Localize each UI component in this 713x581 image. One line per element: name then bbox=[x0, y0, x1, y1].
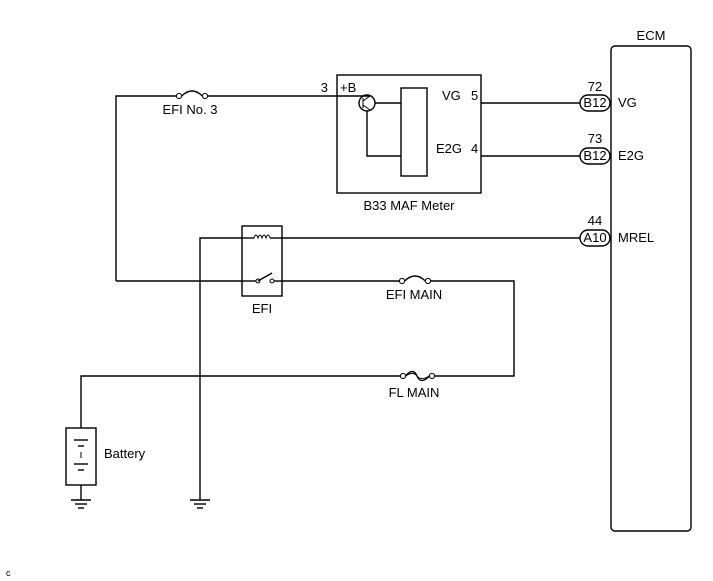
maf-pin-e2g-number: 4 bbox=[471, 141, 478, 156]
maf-meter: 3 +B VG 5 E2G 4 B33 MAF Meter bbox=[321, 74, 482, 213]
wire-efi-main-to-fl-main bbox=[430, 280, 515, 377]
connector-mrel: A10 44 MREL bbox=[579, 213, 654, 247]
relay-coil-symbol bbox=[253, 234, 271, 240]
fuse-efi-no3-label: EFI No. 3 bbox=[163, 102, 218, 117]
connector-pin-number: 72 bbox=[588, 79, 602, 94]
connector-code: B12 bbox=[583, 95, 606, 110]
connector-pin-number: 73 bbox=[588, 131, 602, 146]
relay-efi: EFI bbox=[241, 225, 283, 316]
fuse-fl-main bbox=[399, 370, 436, 382]
connector-e2g: B12 73 E2G bbox=[579, 131, 644, 165]
connector-vg: B12 72 VG bbox=[579, 79, 637, 112]
connector-signal: MREL bbox=[618, 230, 654, 245]
ground-symbol-battery bbox=[71, 499, 91, 509]
ground-symbol-relay bbox=[190, 499, 210, 509]
connector-signal: E2G bbox=[618, 148, 644, 163]
ecm-label: ECM bbox=[637, 28, 666, 43]
connector-code: A10 bbox=[583, 230, 606, 245]
maf-pin-vg-number: 5 bbox=[471, 88, 478, 103]
maf-pin-b-number: 3 bbox=[321, 80, 328, 95]
connector-code: B12 bbox=[583, 148, 606, 163]
wire-efi-no3-left bbox=[115, 95, 176, 281]
fuse-efi-no3 bbox=[175, 90, 209, 100]
corner-mark: c bbox=[6, 568, 11, 578]
maf-pin-e2g-name: E2G bbox=[436, 141, 462, 156]
maf-pin-b-name: +B bbox=[340, 80, 356, 95]
wire-fl-main-to-battery bbox=[80, 375, 401, 428]
maf-pin-vg-name: VG bbox=[442, 88, 461, 103]
relay-switch-contact bbox=[257, 272, 273, 282]
maf-meter-label: B33 MAF Meter bbox=[363, 198, 455, 213]
wire-relay-ground bbox=[199, 237, 242, 500]
fuse-efi-main bbox=[398, 275, 432, 285]
battery: Battery bbox=[65, 427, 146, 500]
battery-label: Battery bbox=[104, 446, 146, 461]
connector-pin-number: 44 bbox=[588, 213, 602, 228]
maf-sensor-element bbox=[400, 87, 428, 177]
maf-transistor-symbol bbox=[358, 94, 376, 112]
connector-signal: VG bbox=[618, 95, 637, 110]
fuse-fl-main-label: FL MAIN bbox=[389, 385, 440, 400]
fuse-efi-main-label: EFI MAIN bbox=[386, 287, 442, 302]
relay-efi-label: EFI bbox=[252, 301, 272, 316]
ecm-unit: ECM bbox=[610, 28, 692, 532]
